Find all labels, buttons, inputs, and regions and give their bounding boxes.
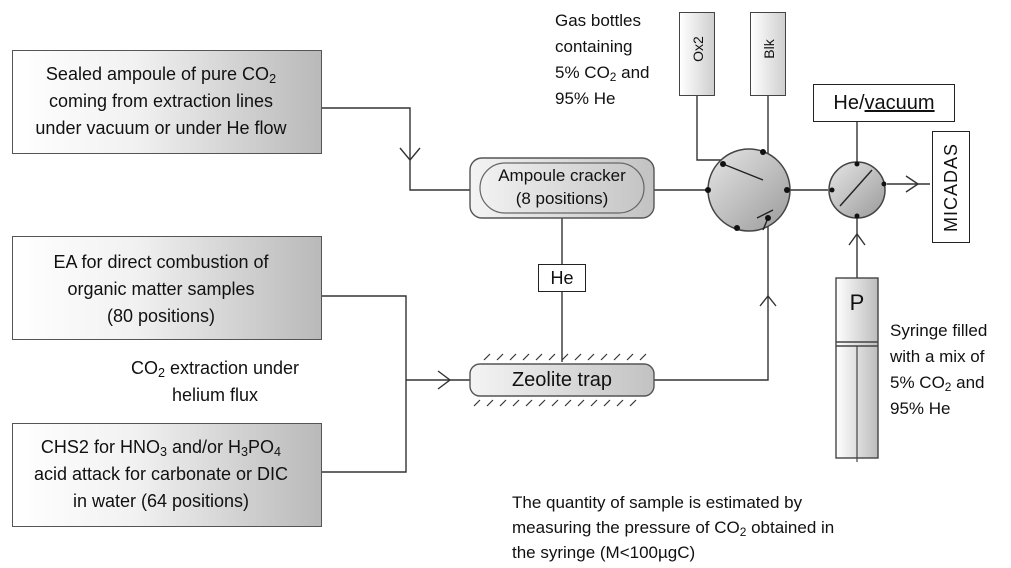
bottle-ox2: Ox2 xyxy=(679,12,715,96)
line-chs2 xyxy=(322,380,407,473)
syringe-caption: Syringe filled with a mix of 5% CO2 and … xyxy=(890,321,988,418)
zeolite-trap xyxy=(469,363,655,397)
he-supply-box: He xyxy=(538,264,586,292)
arrow-syringe xyxy=(848,232,866,246)
arrow-zeolite xyxy=(437,370,452,390)
extraction-note: CO2 extraction under helium flux xyxy=(130,358,300,405)
ampoule-cracker-inner xyxy=(479,162,645,214)
source-chs2: CHS2 for HNO3 and/or H3PO4 acid attack f… xyxy=(12,423,322,527)
line-ampoule-to-cracker xyxy=(310,107,470,191)
arrow-ampoule xyxy=(399,147,421,162)
arrow-micadas xyxy=(905,175,920,193)
bottle-blk: Blk xyxy=(750,12,786,96)
line-ea xyxy=(322,295,407,380)
valve-1 xyxy=(705,148,791,232)
footnote: The quantity of sample is estimated by m… xyxy=(512,493,835,562)
zeolite-label: Zeolite trap xyxy=(511,369,613,391)
hatch-marks xyxy=(473,353,647,407)
valve-2 xyxy=(828,161,887,219)
syringe-plunger-label: P xyxy=(849,290,865,315)
source-ea: EA for direct combustion of organic matt… xyxy=(12,236,322,340)
source-ampoule: Sealed ampoule of pure CO2 coming from e… xyxy=(12,50,322,154)
cracker-label: Ampoule cracker (8 positions) xyxy=(498,166,626,208)
arrow-zeolite-up xyxy=(759,294,777,307)
micadas-box: MICADAS xyxy=(932,131,970,243)
line-zeolite-valve1 xyxy=(654,218,769,381)
syringe xyxy=(835,277,879,462)
line-ox2-valve1 xyxy=(696,95,722,161)
gas-bottles-caption: Gas bottles containing 5% CO2 and 95% He xyxy=(555,11,650,108)
ampoule-cracker xyxy=(469,157,655,219)
outlet-he-vacuum-box: He/vacuum xyxy=(813,84,955,122)
